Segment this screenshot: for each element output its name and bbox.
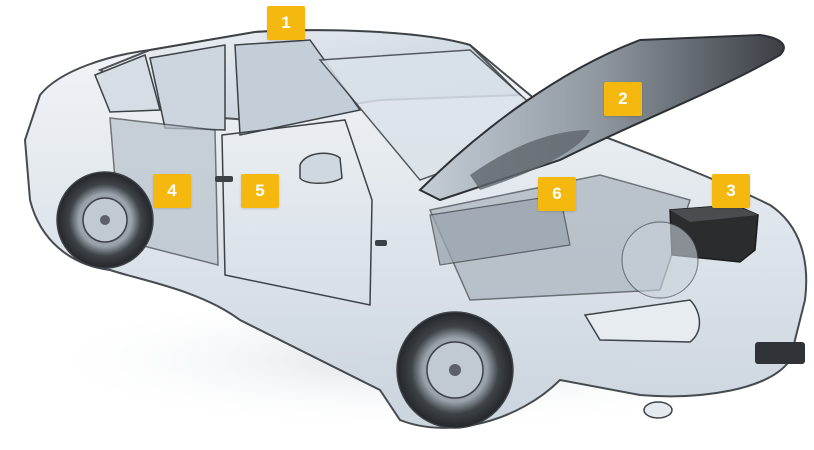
front-door-handle [375,240,387,246]
door-handle [215,176,233,182]
marker-6[interactable]: 6 [538,177,576,211]
front-wheel-cap [449,364,461,376]
fog-light [644,402,672,418]
marker-1[interactable]: 1 [267,6,305,40]
marker-4[interactable]: 4 [153,174,191,208]
rear-wheel-cap [100,215,110,225]
side-mirror [300,153,342,183]
marker-5[interactable]: 5 [241,174,279,208]
marker-2[interactable]: 2 [604,82,642,116]
marker-3[interactable]: 3 [712,174,750,208]
far-front-wheel [622,222,698,298]
front-grille [755,342,805,364]
